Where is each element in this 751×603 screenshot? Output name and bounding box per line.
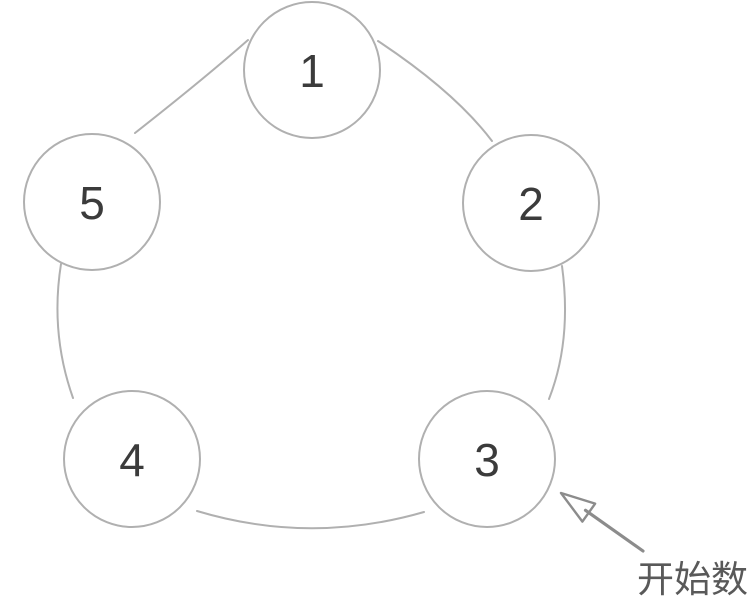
link-4-to-5 [56,263,74,399]
node-3-label: 3 [474,434,500,486]
node-2-label: 2 [518,178,544,230]
node-5-circle[interactable] [23,133,161,271]
link-1-to-2 [377,40,493,142]
link-5-to-1 [134,39,249,134]
node-2[interactable]: 2 [462,134,600,272]
annotation-arrow-shaft [583,508,645,553]
start-annotation: 开始数 [559,491,748,601]
node-2-circle[interactable] [462,134,600,272]
node-1-label: 1 [299,45,325,97]
link-group [56,39,566,530]
node-1[interactable]: 1 [243,1,381,139]
node-4-circle[interactable] [63,390,201,528]
node-3-circle[interactable] [418,390,556,528]
annotation-arrowhead-icon [559,491,597,523]
node-1-circle[interactable] [243,1,381,139]
node-4-label: 4 [119,434,145,486]
link-3-to-4 [196,510,425,530]
node-5[interactable]: 5 [23,133,161,271]
annotation-label: 开始数 [637,558,748,601]
node-5-label: 5 [79,177,105,229]
node-4[interactable]: 4 [63,390,201,528]
link-2-to-3 [548,265,566,400]
node-3[interactable]: 3 [418,390,556,528]
